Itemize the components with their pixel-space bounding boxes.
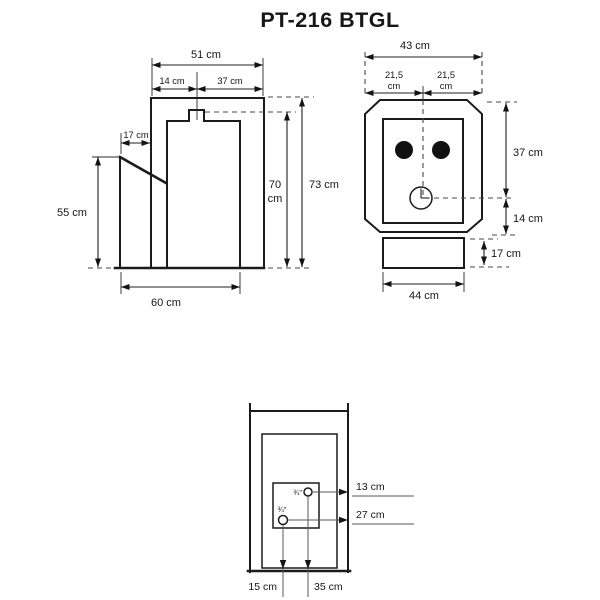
- dim-bottom-depth-label: 60 cm: [151, 297, 181, 309]
- rear-view-drawing: ¾" ¾" 13 cm 27 cm 15 cm 35 cm: [246, 403, 414, 597]
- thread-size-upper-label: ¾": [293, 488, 302, 497]
- dim-half-right-unit: cm: [440, 81, 453, 91]
- connection-box: [272, 482, 320, 529]
- air-vent-right: [432, 141, 450, 159]
- dim-upper-height-label: 37 cm: [513, 147, 543, 159]
- dim-total-height-label: 73 cm: [309, 179, 339, 191]
- rear-inner-panel: [261, 433, 338, 569]
- dim-lower-height-label: 14 cm: [513, 213, 543, 225]
- pipe-connection-lower: [277, 514, 289, 526]
- arrow-right: [339, 488, 348, 496]
- pipe-connection-upper: [303, 487, 313, 497]
- dim-half-left-unit: cm: [388, 81, 401, 91]
- dim-top-width-label: 51 cm: [191, 49, 221, 61]
- dim-hopper-depth-label: 17 cm: [123, 130, 149, 140]
- dim-upper-connection-label: 13 cm: [356, 481, 385, 493]
- side-inner-body-with-flue: [166, 109, 241, 269]
- dim-flue-to-rear-label: 37 cm: [217, 76, 243, 86]
- dim-flue-offset-label: 14 cm: [159, 76, 185, 86]
- dim-half-right-value: 21,5: [437, 70, 455, 80]
- dim-right-connection-label: 35 cm: [314, 581, 343, 593]
- air-vent-left: [395, 141, 413, 159]
- dim-left-connection-label: 15 cm: [248, 581, 277, 593]
- front-base-pedestal: [382, 237, 465, 269]
- dim-half-left-value: 21,5: [385, 70, 403, 80]
- dim-total-width-label: 43 cm: [400, 40, 430, 52]
- arrow-down: [304, 560, 312, 569]
- arrow-down: [279, 560, 287, 569]
- hopper-sloped-lid: [118, 155, 168, 185]
- dim-base-width-label: 44 cm: [409, 290, 439, 302]
- dim-hopper-height-label: 55 cm: [57, 207, 87, 219]
- arrow-right: [339, 516, 348, 524]
- side-view-drawing: 51 cm 14 cm 37 cm 17 cm 55 cm 70 cm 73 c…: [57, 49, 339, 309]
- page-title: PT-216 BTGL: [260, 8, 399, 32]
- front-octagonal-body: [364, 99, 483, 233]
- dim-body-height-unit: cm: [268, 193, 283, 205]
- dim-base-height-label: 17 cm: [491, 248, 521, 260]
- thread-size-lower-label: ¾": [278, 505, 287, 514]
- front-view-drawing: 43 cm 21,5 cm 21,5 cm 37 cm 14 cm 17 cm …: [364, 40, 543, 302]
- dim-lower-connection-label: 27 cm: [356, 509, 385, 521]
- dim-body-height-value: 70: [269, 179, 281, 191]
